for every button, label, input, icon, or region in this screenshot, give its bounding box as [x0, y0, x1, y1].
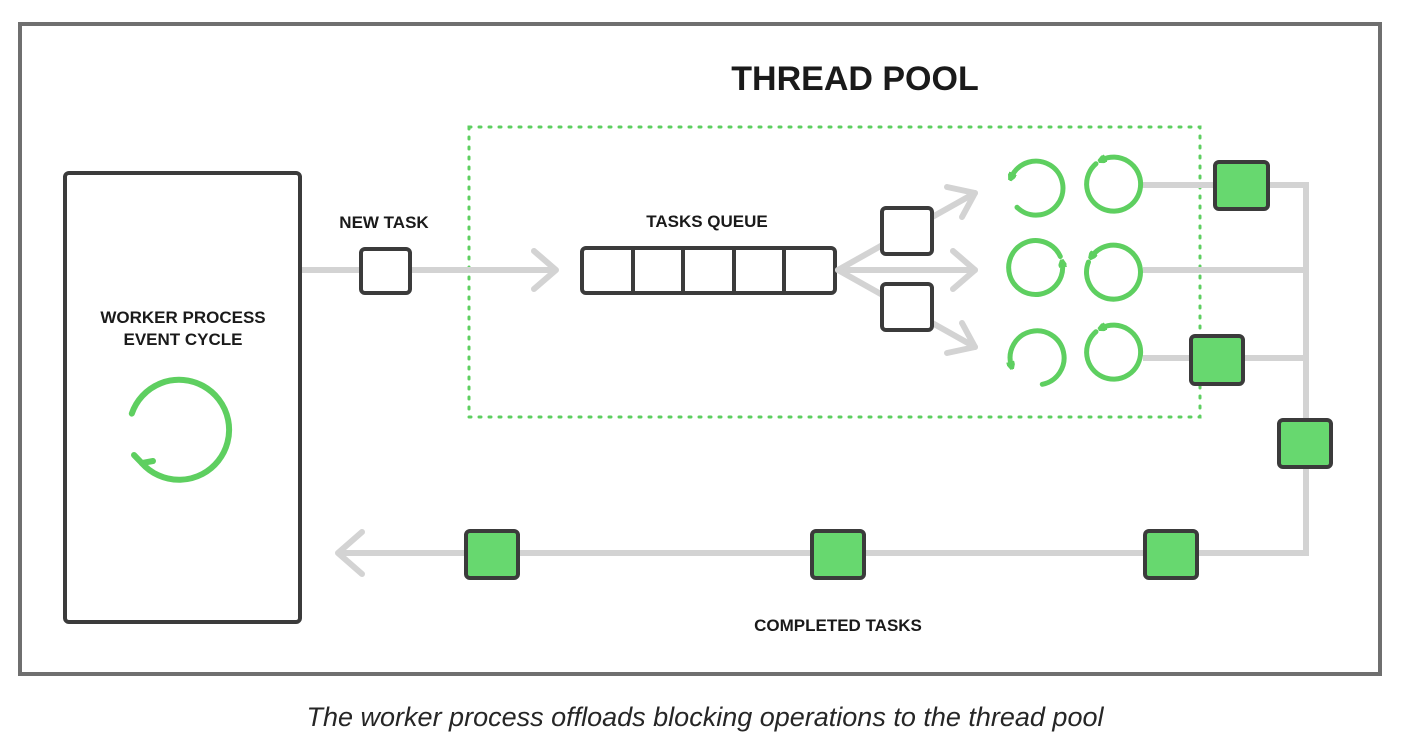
worker-label-line2: EVENT CYCLE: [123, 330, 242, 349]
diagram-frame: [18, 22, 1382, 676]
worker-label-line1: WORKER PROCESS: [100, 308, 265, 327]
thread-cycle-icon: [1084, 157, 1144, 214]
dispatched-task-box: [880, 206, 934, 256]
diagram-title: THREAD POOL: [731, 60, 978, 98]
thread-cycle-icon: [1012, 158, 1066, 218]
new-task-box: [359, 247, 412, 295]
completed-task-icon: [810, 529, 866, 580]
queue-slot-dividers: [631, 248, 786, 293]
thread-cycle-icon: [1006, 238, 1063, 298]
completed-task-icon: [1143, 529, 1199, 580]
collection-lines: [335, 182, 1309, 577]
worker-process-panel: [63, 171, 302, 624]
thread-cycle-icon: [1084, 325, 1144, 382]
arrow-icon: [531, 248, 559, 292]
completed-tasks-label: COMPLETED TASKS: [754, 616, 922, 635]
completed-task-icon: [464, 529, 520, 580]
completed-task-icon: [1213, 160, 1270, 211]
thread-cycle-icon: [1084, 242, 1143, 302]
event-cycle-icon: [128, 376, 233, 483]
new-task-label: NEW TASK: [339, 213, 429, 232]
thread-cycle-icon: [1010, 328, 1067, 387]
dispatched-task-box: [880, 282, 934, 332]
figure-caption: The worker process offloads blocking ope…: [306, 702, 1104, 732]
tasks-queue-label: TASKS QUEUE: [646, 212, 768, 231]
tasks-queue: [580, 246, 837, 295]
completed-task-icon: [1189, 334, 1245, 386]
completed-task-icon: [1277, 418, 1333, 469]
